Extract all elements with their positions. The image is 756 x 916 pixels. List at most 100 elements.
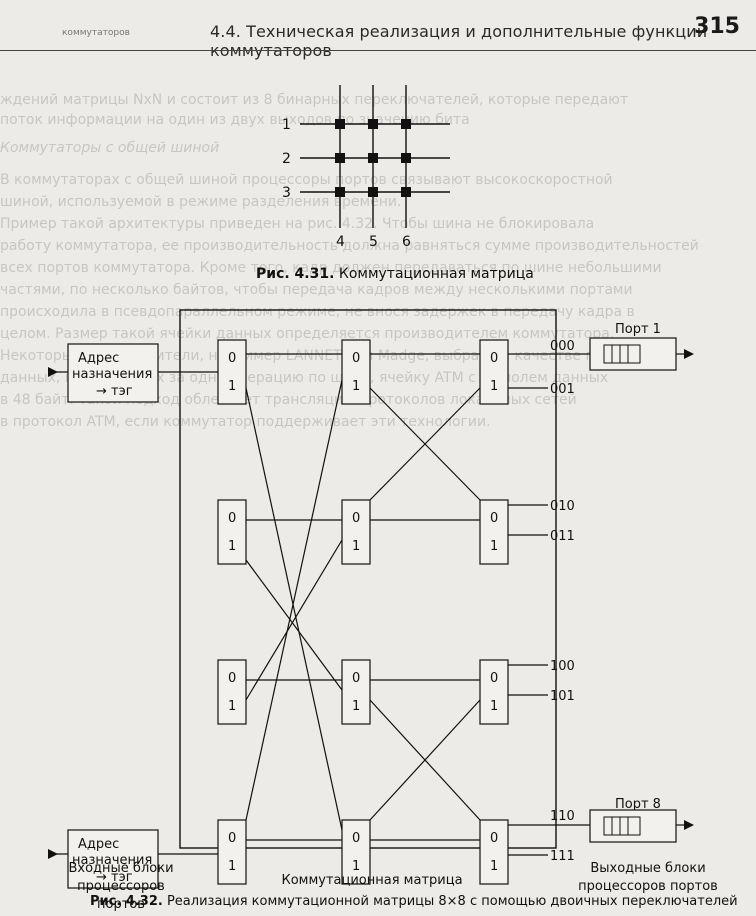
switch-port-label: 1 (352, 859, 360, 874)
arrow-head (48, 367, 58, 377)
fig431-col-label-6: 6 (402, 234, 411, 250)
binary-switch: 01 (217, 659, 247, 725)
binary-switch: 01 (479, 499, 509, 565)
out-code-110: 110 (550, 809, 575, 824)
out-code-011: 011 (550, 529, 575, 544)
fig431-caption: Рис. 4.31. Коммутационная матрица (256, 266, 534, 282)
out-code-101: 101 (550, 689, 575, 704)
crosspoint (335, 119, 345, 129)
body-line-9: частями, по несколько байтов, чтобы пере… (0, 282, 633, 298)
body-subheading: Коммутаторы с общей шиной (0, 140, 220, 156)
binary-switch-box (341, 339, 371, 405)
crosspoint (368, 187, 378, 197)
fig431-col-label-5: 5 (369, 234, 378, 250)
port-8-label: Порт 8 (615, 797, 661, 812)
binary-switch: 01 (217, 499, 247, 565)
label-switch-matrix: Коммутационная матрица (281, 873, 463, 888)
binary-switch-box (217, 659, 247, 725)
body-line-11: целом. Размер такой ячейки данных опреде… (0, 326, 615, 342)
arrow-head (48, 849, 58, 859)
switch-port-label: 1 (228, 699, 236, 714)
binary-switch-box (341, 499, 371, 565)
binary-switch-box (479, 499, 509, 565)
fig431-crosspoints (335, 119, 411, 197)
switch-port-label: 1 (228, 539, 236, 554)
label-output-blocks: Выходные блоки процессоров портов (560, 860, 736, 896)
switch-port-label: 1 (490, 699, 498, 714)
fig431-caption-text: Коммутационная матрица (338, 266, 534, 282)
fig431-caption-num: Рис. 4.31. (256, 266, 335, 282)
binary-switch-box (479, 819, 509, 885)
switch-port-label: 1 (228, 379, 236, 394)
binary-switch: 01 (217, 819, 247, 885)
crosspoint (335, 187, 345, 197)
fig431-row-label-3: 3 (282, 185, 291, 201)
label-input-blocks: Входные блоки процессоров портов (52, 860, 190, 914)
out-code-100: 100 (550, 659, 575, 674)
addr-label-line3: → тэг (96, 384, 133, 399)
label-input-line2: процессоров портов (77, 879, 165, 912)
out-code-111: 111 (550, 849, 575, 864)
matrix-wires (50, 353, 690, 856)
wire (245, 539, 343, 701)
header-left-fragment: коммутаторов (62, 28, 130, 38)
wire (369, 387, 481, 501)
switch-port-label: 1 (352, 539, 360, 554)
binary-switch: 01 (341, 659, 371, 725)
arrow-head (684, 820, 694, 830)
crosspoint (401, 119, 411, 129)
binary-switch-box (217, 499, 247, 565)
label-input-line1: Входные блоки (68, 861, 174, 876)
queue-icon (603, 344, 641, 364)
switch-port-label: 0 (228, 671, 236, 686)
fig432-caption-text: Реализация коммутационной матрицы 8×8 с … (166, 894, 738, 909)
switch-port-label: 0 (228, 351, 236, 366)
label-output-line1: Выходные блоки (590, 861, 706, 876)
addr-label-line2: назначения (72, 367, 152, 382)
body-line-6: Пример такой архитектуры приведен на рис… (0, 216, 595, 232)
addr-label-line2: назначения (72, 853, 152, 868)
binary-switch: 01 (341, 819, 371, 885)
switch-port-label: 0 (352, 831, 360, 846)
binary-switch: 01 (479, 819, 509, 885)
header-rule (0, 50, 756, 51)
port-1-box (589, 337, 677, 371)
binary-switch-box (217, 339, 247, 405)
wire (245, 387, 343, 831)
out-code-001: 001 (550, 382, 575, 397)
fig431-row-label-2: 2 (282, 151, 291, 167)
binary-switch-box (341, 659, 371, 725)
addr-box-top: Адрес назначения → тэг (67, 343, 159, 403)
switch-port-label: 1 (490, 379, 498, 394)
binary-switch: 01 (217, 339, 247, 405)
fig432-caption-num: Рис. 4.32. (90, 894, 163, 909)
addr-label-line3: → тэг (96, 870, 133, 885)
binary-switch-box (479, 659, 509, 725)
out-code-000: 000 (550, 339, 575, 354)
label-output-line2: процессоров портов (578, 879, 718, 894)
binary-switch: 01 (479, 339, 509, 405)
body-line-10: происходила в псевдопараллельном режиме,… (0, 304, 635, 320)
wire (245, 379, 343, 821)
arrow-head (684, 349, 694, 359)
addr-label-line1: Адрес (78, 351, 119, 366)
crosspoint (368, 153, 378, 163)
switch-port-label: 0 (228, 511, 236, 526)
crosspoint (401, 153, 411, 163)
switch-port-label: 1 (228, 859, 236, 874)
port-8-box (589, 809, 677, 843)
wire (369, 699, 481, 821)
port-1: Порт 1 (589, 322, 677, 371)
switch-port-label: 0 (228, 831, 236, 846)
addr-box-top-frame (67, 343, 159, 403)
crosspoint (368, 119, 378, 129)
arrows (48, 349, 694, 859)
crosspoint (335, 153, 345, 163)
switch-port-label: 0 (490, 511, 498, 526)
wire (245, 559, 343, 691)
body-line-5: шиной, используемой в режиме разделения … (0, 194, 402, 210)
switch-port-label: 0 (352, 511, 360, 526)
binary-switch: 01 (479, 659, 509, 725)
body-line-4: В коммутаторах с общей шиной процессоры … (0, 172, 613, 188)
